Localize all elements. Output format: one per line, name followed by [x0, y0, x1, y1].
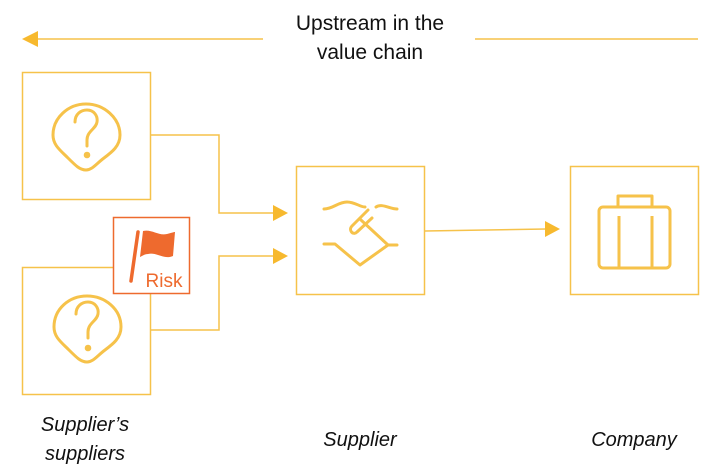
connector-1	[151, 134, 288, 221]
flag-icon	[129, 230, 175, 283]
risk-label: Risk	[146, 271, 183, 292]
title-line-2: value chain	[316, 41, 424, 64]
label-line-2: suppliers	[44, 443, 126, 465]
supplier-supplier-1-node	[21, 71, 152, 201]
supplier-label: Supplier	[323, 429, 397, 451]
handshake-icon	[322, 200, 399, 267]
company-node	[569, 165, 700, 296]
supplier-node	[295, 165, 426, 296]
label-line-1: Supplier’s	[40, 414, 130, 436]
risk-badge: Risk	[112, 216, 191, 295]
supplier-to-company-arrow	[424, 221, 560, 237]
briefcase-icon	[597, 194, 672, 270]
company-label: Company	[591, 429, 677, 451]
upstream-arrow	[22, 31, 698, 47]
question-icon	[52, 294, 123, 364]
connector-2	[151, 248, 288, 331]
title-line-1: Upstream in the	[295, 12, 445, 35]
suppliers-suppliers-label: Supplier’s suppliers	[20, 411, 150, 469]
diagram-title: Upstream in the value chain	[260, 9, 480, 67]
question-icon	[51, 102, 122, 172]
